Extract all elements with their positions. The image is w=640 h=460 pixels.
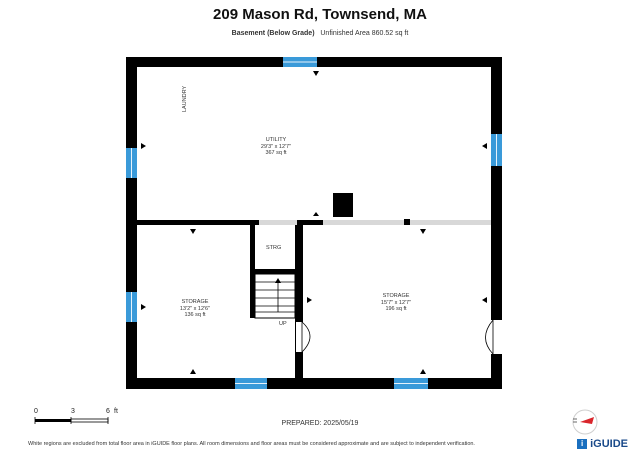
room-dims: 13'2" x 12'6"	[179, 305, 211, 312]
level-name: Basement (Below Grade)	[231, 30, 315, 37]
scale-bar-graphic	[34, 417, 109, 424]
dim-arrow	[420, 229, 426, 234]
wall-outer-left	[126, 57, 137, 389]
prepared-date: PREPARED: 2025/05/19	[281, 420, 359, 427]
chimney	[333, 193, 353, 217]
room-area: 367 sq ft	[265, 150, 287, 156]
dim-arrow	[420, 369, 426, 374]
up-label: UP	[279, 321, 287, 327]
opening-interior-a	[259, 220, 297, 225]
door-swing-right	[485, 319, 494, 355]
wall-outer-bottom	[126, 378, 502, 389]
room-area: 196 sq ft	[385, 306, 407, 312]
room-name: UTILITY	[265, 137, 287, 143]
disclaimer: White regions are excluded from total fl…	[28, 441, 475, 447]
room-label-storage-right: STORAGE 15'7" x 12'7" 196 sq ft	[356, 293, 436, 313]
stairs-outline	[254, 273, 296, 319]
level-area: Unfinished Area 860.52 sq ft	[320, 30, 409, 37]
scale-unit: ft	[114, 408, 118, 415]
room-label-utility: UTILITY 29'3" x 12'7" 367 sq ft	[236, 137, 316, 157]
door-opening-stair	[296, 322, 304, 352]
wall-strg-bottom	[250, 269, 300, 274]
room-name: STORAGE	[382, 293, 410, 299]
dim-arrow	[482, 143, 487, 149]
dim-arrow	[313, 71, 319, 76]
brand-mark-icon: i	[577, 439, 588, 449]
wall-strg-right	[295, 225, 303, 378]
dim-arrow	[313, 212, 319, 216]
dim-arrow	[482, 297, 487, 303]
room-name: STORAGE	[181, 299, 209, 305]
wall-interior-h-left	[137, 220, 259, 225]
compass-icon	[572, 409, 598, 435]
scale-bar: 0 3 6 ft	[30, 408, 140, 432]
room-label-storage-left: STORAGE 13'2" x 12'6" 136 sq ft	[155, 299, 235, 319]
wall-interior-h-post	[404, 219, 410, 225]
page-title: 209 Mason Rd, Townsend, MA	[213, 6, 427, 23]
scale-mark-0: 0	[34, 408, 38, 415]
level-subtitle: Basement (Below Grade) Unfinished Area 8…	[0, 30, 640, 37]
scale-mark-6: 6	[106, 408, 110, 415]
room-dims: 15'7" x 12'7"	[380, 299, 412, 306]
stair-arrow-head	[275, 278, 281, 283]
strg-label: STRG	[266, 245, 282, 251]
laundry-label: LAUNDRY	[182, 85, 188, 112]
door-swing-stair	[301, 321, 311, 353]
dim-arrow	[307, 297, 312, 303]
dim-arrow	[141, 143, 146, 149]
brand-name: iGUIDE	[590, 438, 628, 450]
room-dims: 29'3" x 12'7"	[260, 143, 292, 150]
room-area: 136 sq ft	[184, 312, 206, 318]
brand-logo: i iGUIDE	[577, 438, 628, 450]
wall-interior-h-mid	[297, 220, 323, 225]
dim-arrow	[141, 304, 146, 310]
wall-outer-right	[491, 57, 502, 389]
dim-arrow	[190, 369, 196, 374]
dim-arrow	[190, 229, 196, 234]
scale-mark-3: 3	[71, 408, 75, 415]
door-opening-right	[491, 320, 502, 354]
